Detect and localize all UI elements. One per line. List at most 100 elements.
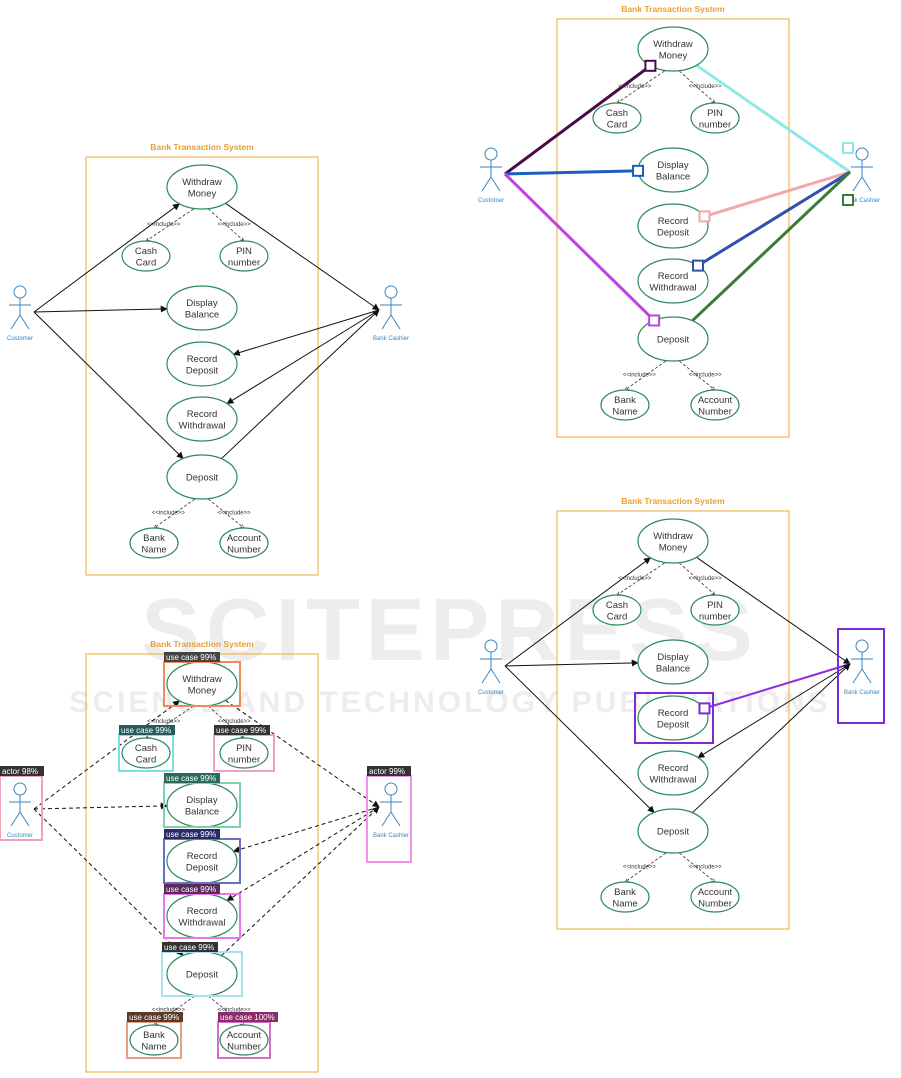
detection-label-bg	[162, 942, 218, 952]
usecase-label: Record	[187, 851, 218, 862]
association-cashier-withdraw	[696, 556, 851, 665]
usecase-label: PIN	[707, 600, 723, 611]
link-marker-record-deposit	[698, 702, 711, 715]
link-marker-cashier-withdraw	[842, 142, 854, 154]
usecase-label: Number	[227, 544, 261, 555]
include-deposit-bank	[154, 498, 196, 528]
highlight-record-deposit	[634, 692, 714, 744]
usecase-label: Card	[607, 119, 628, 130]
include-deposit-bank	[625, 360, 667, 390]
association-cashier-rdeposit	[232, 309, 380, 356]
usecase-cash	[121, 240, 171, 272]
actor-customer: Customer	[478, 147, 504, 204]
association-customer-display	[33, 305, 168, 313]
usecase-pin	[690, 594, 740, 626]
detection-label: use case 99%	[216, 726, 266, 735]
include-withdraw-pin	[208, 705, 244, 738]
actor-label: Bank Cashier	[373, 833, 409, 839]
association-customer-deposit	[33, 808, 184, 956]
usecase-label: Money	[659, 50, 688, 61]
include-deposit-bank	[625, 852, 667, 882]
detection-label: use case 99%	[166, 885, 216, 894]
usecase-label: Withdraw	[182, 674, 222, 685]
usecase-label: PIN	[236, 246, 252, 257]
include-withdraw-cash	[617, 70, 665, 103]
highlight-bank-cashier	[837, 628, 885, 724]
panel-detections: Bank Transaction System <<include>> <<incl…	[0, 639, 412, 1073]
usecase-label: Account	[227, 533, 262, 544]
detection-label: use case 99%	[166, 774, 216, 783]
actor-label: Customer	[7, 833, 33, 839]
usecase-label: Balance	[656, 171, 690, 182]
usecase-rdeposit	[637, 203, 709, 249]
usecase-label: Name	[612, 898, 637, 909]
system-title: Bank Transaction System	[150, 142, 254, 152]
usecase-label: Balance	[185, 309, 219, 320]
system-title: Bank Transaction System	[150, 639, 254, 649]
usecase-label: Deposit	[186, 970, 219, 981]
include-label: <<include>>	[689, 576, 723, 582]
actor-label: Bank Cashier	[844, 690, 880, 696]
detection-label: actor 98%	[2, 767, 38, 776]
include-label: <<include>>	[618, 576, 652, 582]
usecase-label: Bank	[143, 1030, 165, 1041]
usecase-pin	[219, 737, 269, 769]
usecase-display	[166, 285, 238, 331]
usecase-label: Card	[136, 257, 157, 268]
usecase-deposit	[166, 454, 238, 500]
association-customer-withdraw	[504, 64, 652, 176]
include-label: <<include>>	[152, 511, 186, 517]
usecase-label: Cash	[135, 743, 157, 754]
include-label: <<include>>	[689, 865, 723, 871]
usecase-label: Withdrawal	[179, 917, 226, 928]
detection-label-bg	[164, 652, 220, 662]
actor-bank-cashier: Bank Cashier	[373, 285, 409, 342]
include-label: <<include>>	[218, 1008, 252, 1014]
usecase-label: PIN	[236, 743, 252, 754]
include-label: <<include>>	[689, 373, 723, 379]
usecase-cash	[121, 737, 171, 769]
detection-label-bg	[164, 884, 220, 894]
usecase-label: number	[699, 119, 731, 130]
association-cashier-rdeposit	[704, 663, 851, 710]
association-customer-display	[504, 659, 639, 667]
actor-bank-cashier: Bank Cashier	[844, 639, 880, 696]
actor-label: Customer	[7, 336, 33, 342]
include-label: <<include>>	[689, 84, 723, 90]
association-cashier-rwithdraw	[697, 170, 851, 267]
usecase-label: Display	[657, 160, 688, 171]
association-cashier-deposit	[221, 806, 380, 957]
usecase-label: Withdraw	[653, 531, 693, 542]
usecase-deposit	[637, 808, 709, 854]
usecase-account	[690, 389, 740, 421]
usecase-label: Bank	[614, 887, 636, 898]
usecase-label: Withdraw	[653, 39, 693, 50]
usecase-deposit	[637, 316, 709, 362]
usecase-label: Account	[698, 887, 733, 898]
usecase-label: Money	[659, 542, 688, 553]
usecase-label: Deposit	[657, 335, 690, 346]
usecase-label: Name	[141, 544, 166, 555]
association-cashier-rwithdraw	[226, 806, 380, 902]
usecase-label: Withdrawal	[179, 420, 226, 431]
usecase-account	[219, 1024, 269, 1056]
include-label: <<include>>	[147, 719, 181, 725]
usecase-rwithdraw	[166, 396, 238, 442]
usecase-cash	[592, 102, 642, 134]
usecase-label: Record	[658, 763, 689, 774]
association-cashier-rdeposit	[704, 170, 851, 218]
panel-original: Bank Transaction System<<include>><<incl…	[7, 142, 409, 576]
usecase-display	[637, 639, 709, 685]
detection-label: use case 99%	[166, 830, 216, 839]
detection-label-bg	[218, 1012, 278, 1022]
usecase-label: Display	[657, 652, 688, 663]
include-label: <<include>>	[623, 373, 657, 379]
usecase-label: Account	[227, 1030, 262, 1041]
usecase-label: Cash	[135, 246, 157, 257]
link-marker-record-withdrawal	[692, 259, 705, 272]
include-label: <<include>>	[623, 865, 657, 871]
association-customer-deposit	[504, 665, 655, 813]
detection-label: use case 99%	[166, 653, 216, 662]
usecase-bank	[600, 389, 650, 421]
usecase-label: Money	[188, 685, 217, 696]
